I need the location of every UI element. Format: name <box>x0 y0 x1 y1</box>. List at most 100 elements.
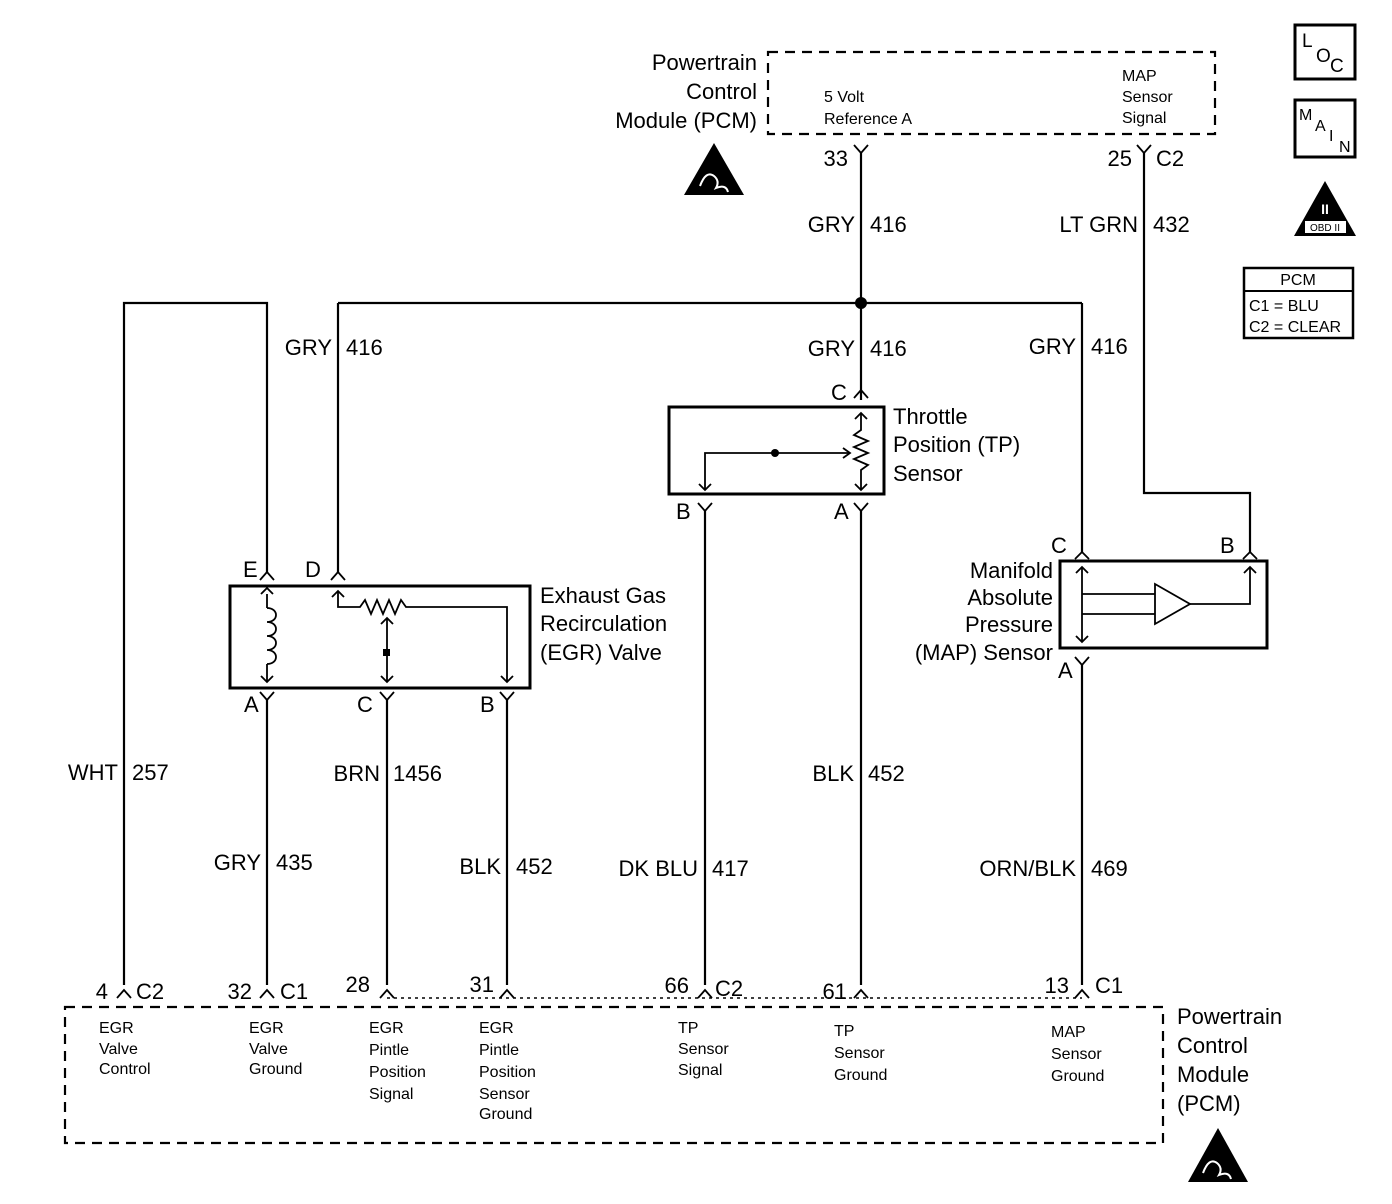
pcm-pin-28: 28 <box>346 972 370 997</box>
svg-text:Control: Control <box>99 1061 151 1078</box>
pcm-bottom-box <box>63 1005 1165 1145</box>
svg-text:A: A <box>1315 118 1326 135</box>
pcm-top-title-3: Module (PCM) <box>615 108 757 133</box>
svg-text:Absolute: Absolute <box>967 585 1053 610</box>
tp-sensor: C B A Throttle Position (TP) Sensor <box>667 380 1020 524</box>
svg-text:A: A <box>244 692 259 717</box>
svg-text:EGR: EGR <box>249 1020 284 1037</box>
svg-text:Ground: Ground <box>479 1106 532 1123</box>
svg-text:E: E <box>243 557 258 582</box>
svg-text:257: 257 <box>132 760 169 785</box>
svg-text:Sensor: Sensor <box>834 1045 885 1062</box>
svg-text:Throttle: Throttle <box>893 404 968 429</box>
terminal-33 <box>853 144 869 155</box>
svg-text:Signal: Signal <box>678 1062 722 1079</box>
svg-text:Sensor: Sensor <box>1051 1046 1102 1063</box>
legend-title: PCM <box>1280 272 1316 289</box>
svg-text:Recirculation: Recirculation <box>540 611 667 636</box>
svg-text:D: D <box>305 557 321 582</box>
svg-text:GRY: GRY <box>808 212 856 237</box>
svg-text:A: A <box>1058 658 1073 683</box>
egr-valve-box <box>228 584 532 690</box>
pcm-map-label-3: Signal <box>1122 110 1166 127</box>
esd-warning-icon <box>1188 1128 1248 1182</box>
svg-text:OBD II: OBD II <box>1310 223 1340 234</box>
egr-valve: E D A C B Exhaust Gas Recirculation (EGR… <box>228 557 667 717</box>
pcm-top-title-2: Control <box>686 79 757 104</box>
esd-warning-icon <box>684 143 744 195</box>
pcm-pin-66: 66 <box>665 973 689 998</box>
egr-pintle-resistor <box>337 592 508 682</box>
pcm-bottom-title-1: Powertrain <box>1177 1004 1282 1029</box>
pcm-map-label-2: Sensor <box>1122 89 1173 106</box>
svg-text:417: 417 <box>712 856 749 881</box>
svg-text:GRY: GRY <box>214 850 262 875</box>
wire-map-signal <box>1142 153 1252 552</box>
svg-text:Pressure: Pressure <box>965 612 1053 637</box>
svg-text:Sensor: Sensor <box>479 1086 530 1103</box>
svg-text:C: C <box>1330 56 1344 77</box>
svg-text:C2: C2 <box>715 976 743 1001</box>
svg-text:Pintle: Pintle <box>479 1042 519 1059</box>
location-icon: L O C <box>1293 23 1357 81</box>
svg-text:Pintle: Pintle <box>369 1042 409 1059</box>
pcm-bottom-title-4: (PCM) <box>1177 1091 1241 1116</box>
tp-resistor <box>851 413 871 490</box>
svg-text:N: N <box>1339 139 1351 156</box>
pcm-top-box <box>766 50 1217 136</box>
svg-text:II: II <box>1321 201 1329 217</box>
svg-text:432: 432 <box>1153 212 1190 237</box>
svg-text:C2: C2 <box>136 979 164 1004</box>
svg-text:416: 416 <box>870 212 907 237</box>
map-sensor-box <box>1058 559 1269 650</box>
svg-text:Ground: Ground <box>249 1061 302 1078</box>
svg-text:C1: C1 <box>1095 973 1123 998</box>
map-amplifier <box>1154 582 1192 626</box>
wire-egr-control <box>122 301 269 985</box>
pcm-ref-label-1: 5 Volt <box>824 89 865 106</box>
svg-text:L: L <box>1302 31 1313 52</box>
svg-text:M: M <box>1299 107 1312 124</box>
svg-text:416: 416 <box>1091 334 1128 359</box>
svg-text:C: C <box>831 380 847 405</box>
svg-text:Valve: Valve <box>99 1041 138 1058</box>
svg-text:469: 469 <box>1091 856 1128 881</box>
svg-text:GRY: GRY <box>1029 334 1077 359</box>
pcm-bottom-title-2: Control <box>1177 1033 1248 1058</box>
legend-c1: C1 = BLU <box>1249 298 1319 315</box>
svg-text:O: O <box>1316 46 1331 67</box>
svg-text:C: C <box>357 692 373 717</box>
svg-text:452: 452 <box>516 854 553 879</box>
svg-text:B: B <box>1220 533 1235 558</box>
svg-text:416: 416 <box>346 335 383 360</box>
pcm-pin-32: 32 <box>228 979 252 1004</box>
svg-text:(MAP) Sensor: (MAP) Sensor <box>915 640 1053 665</box>
pcm-connector-legend: PCM C1 = BLU C2 = CLEAR <box>1242 266 1355 340</box>
svg-text:GRY: GRY <box>808 336 856 361</box>
svg-text:Sensor: Sensor <box>893 461 963 486</box>
pcm-pin-4: 4 <box>96 979 108 1004</box>
svg-text:C1: C1 <box>280 979 308 1004</box>
svg-text:Exhaust Gas: Exhaust Gas <box>540 583 666 608</box>
svg-text:Position (TP): Position (TP) <box>893 432 1020 457</box>
svg-text:Position: Position <box>479 1064 536 1081</box>
tp-sensor-box <box>667 405 886 496</box>
pcm-map-label-1: MAP <box>1122 68 1157 85</box>
obd-ii-icon: II OBD II <box>1294 181 1356 236</box>
svg-text:1456: 1456 <box>393 761 442 786</box>
terminal-25 <box>1136 144 1152 155</box>
pcm-bottom: 4 C2 32 C1 28 31 66 C2 61 13 C1 EGR Valv… <box>63 972 1282 1145</box>
svg-text:EGR: EGR <box>369 1020 404 1037</box>
svg-text:435: 435 <box>276 850 313 875</box>
pcm-pin-25: 25 <box>1108 146 1132 171</box>
map-sensor: C B A Manifold Absolute Pressure (MAP) S… <box>915 533 1269 683</box>
svg-text:LT GRN: LT GRN <box>1059 212 1138 237</box>
svg-text:A: A <box>834 499 849 524</box>
svg-text:I: I <box>1329 128 1333 145</box>
svg-text:DK BLU: DK BLU <box>619 856 698 881</box>
pcm-ref-label-2: Reference A <box>824 111 912 128</box>
solenoid-coil <box>266 607 277 665</box>
svg-text:BLK: BLK <box>812 761 854 786</box>
svg-text:BLK: BLK <box>459 854 501 879</box>
pcm-bottom-title-3: Module <box>1177 1062 1249 1087</box>
